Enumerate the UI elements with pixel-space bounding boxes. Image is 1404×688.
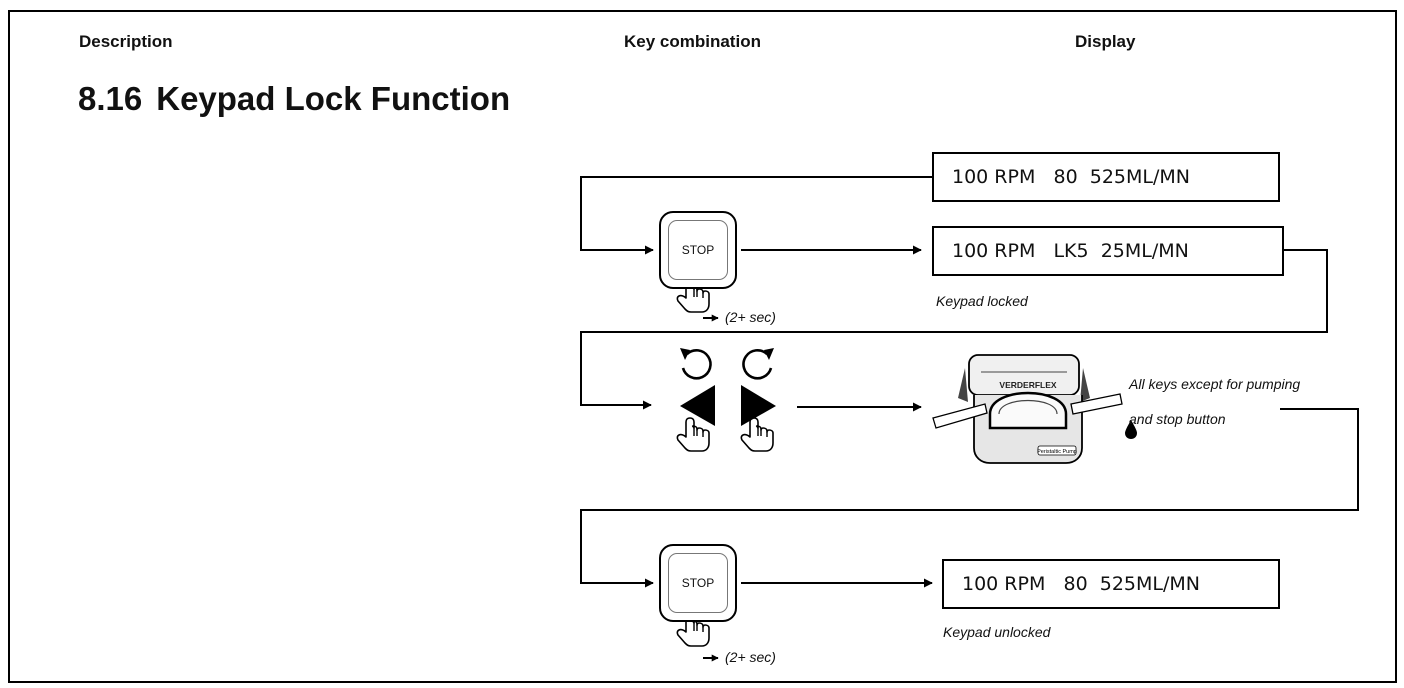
keypad-locked-caption: Keypad locked — [936, 293, 1028, 309]
drop-icon — [1125, 420, 1137, 439]
column-header-key-combination: Key combination — [624, 32, 761, 51]
pump-note-line-2: and stop button — [1129, 411, 1226, 427]
section-title: 8.16 Keypad Lock Function — [78, 80, 510, 118]
left-arrow-key-icon — [680, 385, 715, 426]
section-title-text: Keypad Lock Function — [156, 80, 511, 117]
section-number: 8.16 — [78, 80, 143, 117]
display-locked: 100 RPM LK5 25ML/MN — [932, 226, 1284, 276]
pointing-hand-icon — [676, 417, 710, 452]
page-frame — [8, 10, 1397, 683]
pump-label: Peristaltic Pump — [1037, 449, 1077, 455]
stop-key-unlock[interactable]: STOP — [659, 544, 737, 622]
unlock-hold-duration: (2+ sec) — [725, 649, 776, 665]
stop-key-label: STOP — [668, 220, 728, 280]
flow-line-2 — [580, 249, 1328, 410]
pump-brand: VERDERFLEX — [999, 380, 1056, 390]
display-initial: 100 RPM 80 525ML/MN — [932, 152, 1280, 202]
display-unlocked: 100 RPM 80 525ML/MN — [942, 559, 1280, 609]
stop-key-label: STOP — [668, 553, 728, 613]
column-header-display: Display — [1075, 32, 1136, 51]
flow-line-1 — [580, 176, 932, 255]
column-header-description: Description — [79, 32, 173, 51]
lock-hold-duration: (2+ sec) — [725, 309, 776, 325]
stop-key-lock[interactable]: STOP — [659, 211, 737, 289]
rotate-clockwise-icon — [742, 348, 774, 380]
right-arrow-key-icon — [741, 385, 776, 426]
pump-note-line-1: All keys except for pumping — [1129, 376, 1301, 392]
flow-line-3 — [580, 408, 1359, 588]
keypad-unlocked-caption: Keypad unlocked — [943, 624, 1051, 640]
peristaltic-pump-illustration: Peristaltic Pump VERDERFLEX — [932, 354, 1137, 464]
rotate-counterclockwise-icon — [680, 348, 712, 380]
